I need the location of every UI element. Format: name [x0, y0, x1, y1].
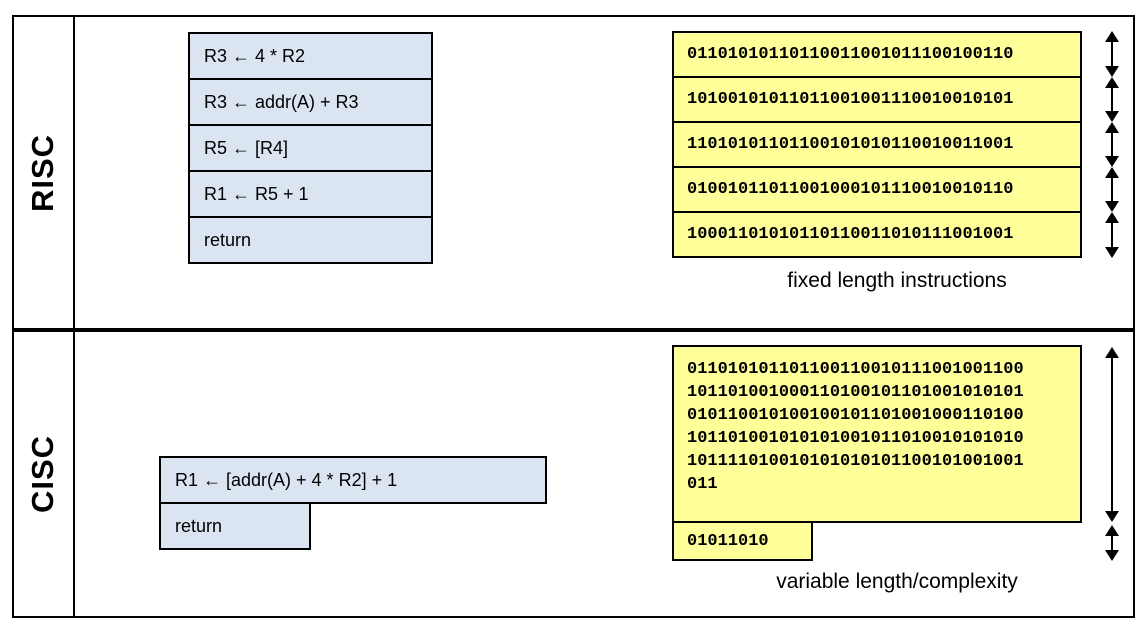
binary-line-text: 101101001010101001011010010101010 [687, 429, 1024, 448]
risc-memory-word: 01101010110110011001011100100110 [672, 31, 1082, 78]
cisc-instruction-text: R1 ← [addr(A) + 4 * R2] + 1 [175, 469, 398, 490]
risc-instruction-box: R1 ← R5 + 1 [188, 170, 433, 218]
risc-instruction-text: R3 ← 4 * R2 [204, 45, 306, 66]
risc-instruction-box: R3 ← 4 * R2 [188, 32, 433, 80]
binary-word-text: 10100101011011001001110010010101 [687, 90, 1014, 109]
risc-memory-word: 01001011011001000101110010010110 [672, 166, 1082, 213]
binary-line-text: 011 [687, 475, 718, 494]
binary-word-text: 01011010 [687, 531, 769, 551]
binary-line-text: 011010101101100110010111001001100 [687, 360, 1024, 379]
binary-word-text: 11010101101100101010110010011001 [687, 135, 1014, 154]
length-arrow-icon [1105, 31, 1119, 77]
risc-instruction-text: R1 ← R5 + 1 [204, 183, 309, 204]
risc-memory-word: 10001101010110110011010111001001 [672, 211, 1082, 258]
cisc-memory-small-block: 01011010 [672, 521, 813, 561]
length-arrow-icon [1105, 347, 1119, 522]
cisc-memory-block: 011010101101100110010111001001100 101101… [672, 345, 1082, 523]
cisc-section-label: CISC [14, 332, 73, 616]
length-arrow-icon [1105, 212, 1119, 258]
risc-instruction-box: return [188, 216, 433, 264]
cisc-label-text: CISC [25, 434, 61, 514]
risc-instruction-text: R5 ← [R4] [204, 137, 289, 158]
binary-word-text: 01001011011001000101110010010110 [687, 180, 1014, 199]
risc-memory-word: 11010101101100101010110010011001 [672, 121, 1082, 168]
cisc-caption: variable length/complexity [776, 570, 1018, 593]
risc-label-text: RISC [25, 133, 61, 212]
binary-line-text: 101101001000110100101101001010101 [687, 383, 1024, 402]
risc-memory-word: 10100101011011001001110010010101 [672, 76, 1082, 123]
length-arrow-icon [1105, 77, 1119, 122]
risc-instruction-text: R3 ← addr(A) + R3 [204, 91, 359, 112]
outer-frame [12, 15, 1135, 618]
length-arrow-icon [1105, 525, 1119, 561]
binary-word-text: 01101010110110011001011100100110 [687, 45, 1014, 64]
risc-instruction-box: R3 ← addr(A) + R3 [188, 78, 433, 126]
binary-line-text: 101111010010101010101100101001001 [687, 452, 1024, 471]
length-arrow-icon [1105, 167, 1119, 212]
risc-instruction-box: R5 ← [R4] [188, 124, 433, 172]
cisc-instruction-box: return [159, 502, 311, 550]
risc-section-label: RISC [14, 17, 73, 328]
cisc-instruction-text: return [175, 515, 223, 536]
risc-instruction-text: return [204, 229, 252, 250]
risc-caption: fixed length instructions [787, 269, 1007, 292]
risc-cisc-divider [12, 328, 1133, 332]
binary-line-text: 010110010100100101101001000110100 [687, 406, 1024, 425]
binary-word-text: 10001101010110110011010111001001 [687, 225, 1014, 244]
length-arrow-icon [1105, 122, 1119, 167]
cisc-instruction-box: R1 ← [addr(A) + 4 * R2] + 1 [159, 456, 547, 504]
label-column-divider [73, 15, 75, 618]
